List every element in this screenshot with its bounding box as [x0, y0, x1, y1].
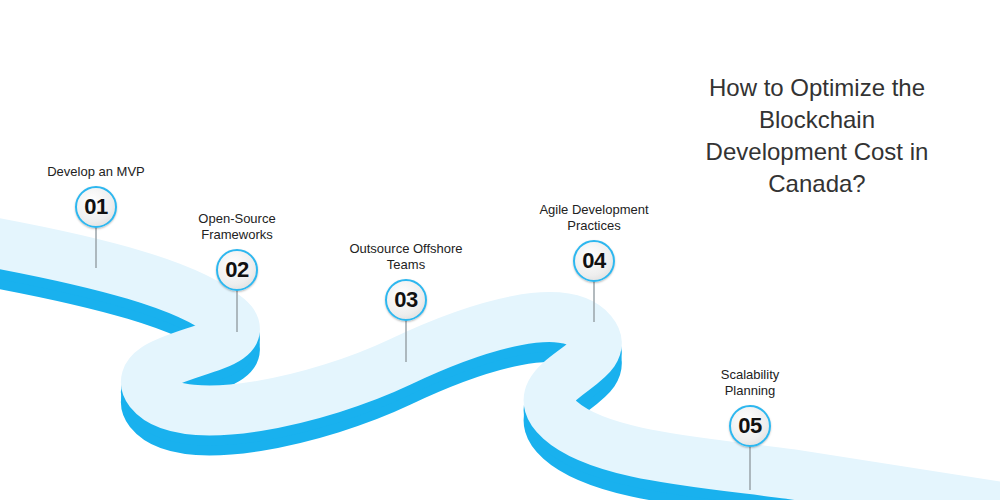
pin-circle: 02 [216, 249, 258, 291]
title: How to Optimize the Blockchain Developme… [697, 72, 937, 200]
pin-stem [749, 445, 751, 490]
pin-circle: 05 [729, 405, 771, 447]
milestone-pin: Scalability Planning 05 [704, 367, 796, 447]
step-label: Scalability Planning [704, 367, 796, 399]
step-label: Outsource Offshore Teams [344, 241, 469, 273]
step-label: Agile Development Practices [529, 202, 659, 234]
milestone-pin: Outsource Offshore Teams 03 [344, 241, 469, 321]
pin-circle: 04 [573, 240, 615, 282]
step-number: 05 [738, 413, 761, 439]
pin-circle: 03 [385, 279, 427, 321]
pin-stem [593, 280, 595, 322]
road-top [0, 240, 1000, 500]
pin-stems [96, 226, 750, 490]
pin-stem [405, 319, 407, 362]
milestone-pin: Develop an MVP 01 [47, 164, 145, 228]
step-number: 02 [225, 257, 248, 283]
step-label: Develop an MVP [47, 164, 145, 180]
milestone-pin: Open-Source Frameworks 02 [187, 211, 287, 291]
milestone-pin: Agile Development Practices 04 [529, 202, 659, 282]
pin-circle: 01 [75, 186, 117, 228]
pin-stem [236, 289, 238, 332]
step-label: Open-Source Frameworks [187, 211, 287, 243]
step-number: 01 [84, 194, 107, 220]
step-number: 04 [582, 248, 605, 274]
step-number: 03 [394, 287, 417, 313]
pin-stem [95, 226, 97, 268]
